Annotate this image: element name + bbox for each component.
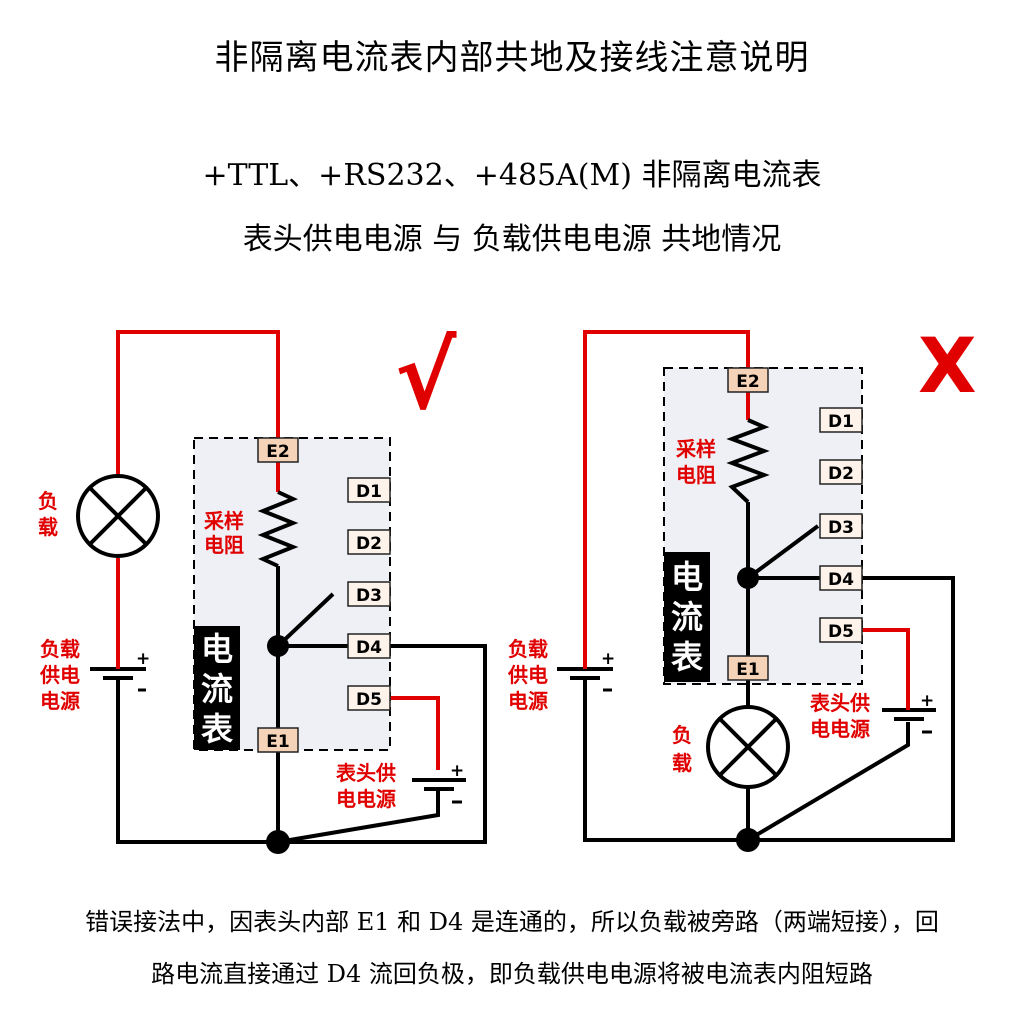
meter-char: 流 — [201, 670, 233, 708]
wrong-diagram: + + E2 E1 D1 D2 D3 D4 D5 电 流 表 采样 电阻 负 — [507, 321, 977, 852]
pin-e2 — [727, 367, 769, 393]
pin-d1 — [347, 477, 391, 503]
correct-diagram: + + E2 E1 D1 D2 D3 D4 D5 电 流 表 采样 电阻 负 — [38, 323, 487, 854]
red-wires — [583, 330, 910, 700]
load-lamp-icon — [706, 705, 790, 789]
junction-dot — [267, 635, 289, 657]
pin-e1-label: E1 — [736, 660, 759, 680]
pin-e1 — [727, 655, 769, 681]
sampling-resistor-label: 电阻 — [204, 533, 244, 557]
note-line2: 路电流直接通过 D4 流回负极，即负载供电电源将被电流表内阻短路 — [151, 960, 873, 988]
sampling-resistor-label: 采样 — [676, 437, 716, 461]
plus-sign: + — [920, 691, 934, 711]
load-label: 载 — [672, 751, 692, 775]
meter-label-block — [664, 552, 710, 682]
pin-d5-label: D5 — [828, 622, 854, 642]
plus-sign: + — [136, 649, 150, 669]
pin-d2 — [347, 529, 391, 555]
pin-d5-label: D5 — [356, 690, 382, 710]
junction-dot — [736, 828, 760, 852]
meter-char: 流 — [671, 598, 703, 636]
load-label: 负 — [672, 723, 692, 747]
meter-char: 电 — [671, 558, 703, 596]
load-label: 载 — [38, 515, 58, 539]
pin-d1-label: D1 — [356, 482, 382, 502]
pin-e1 — [257, 727, 299, 753]
load-supply-label: 负载 — [508, 637, 548, 661]
battery-icon — [412, 778, 466, 815]
pin-d2-label: D2 — [356, 534, 382, 554]
meter-char: 电 — [201, 630, 233, 668]
red-wires — [116, 330, 440, 770]
load-supply-label: 供电 — [39, 663, 80, 687]
meter-supply-label: 电电源 — [810, 717, 870, 741]
junction-dot — [266, 830, 290, 854]
note-line1: 错误接法中，因表头内部 E1 和 D4 是连通的，所以负载被旁路（两端短接），回 — [85, 908, 939, 936]
load-supply-label: 负载 — [40, 637, 80, 661]
pin-d1-label: D1 — [828, 412, 854, 432]
meter-supply-label: 电电源 — [336, 787, 396, 811]
battery-icon — [557, 645, 613, 693]
sampling-resistor-label: 采样 — [204, 509, 244, 533]
load-label: 负 — [38, 489, 58, 513]
wrong-mark-icon: X — [918, 321, 977, 410]
meter-label-block — [194, 626, 240, 750]
pin-e2-label: E2 — [736, 372, 759, 392]
pin-d4-label: D4 — [356, 638, 382, 658]
pin-e2-label: E2 — [266, 442, 289, 462]
sampling-resistor-icon — [257, 490, 299, 568]
correct-mark-icon: √ — [395, 323, 457, 430]
pin-d3 — [347, 581, 391, 607]
subtitle-line1: +TTL、+RS232、+485A(M) 非隔离电流表 — [202, 158, 822, 193]
battery-icon — [882, 700, 936, 734]
pin-d4 — [347, 633, 391, 659]
pin-d3-label: D3 — [828, 518, 854, 538]
pin-d3 — [819, 513, 863, 539]
pin-d2-label: D2 — [828, 464, 854, 484]
load-lamp-icon — [76, 474, 160, 558]
pin-d4-label: D4 — [828, 570, 854, 590]
page-title: 非隔离电流表内部共地及接线注意说明 — [214, 38, 810, 78]
pin-e1-label: E1 — [266, 732, 289, 752]
meter-char: 表 — [201, 710, 233, 748]
pin-d4 — [819, 565, 863, 591]
meter-supply-label: 表头供 — [336, 761, 396, 785]
sampling-resistor-label: 电阻 — [676, 463, 716, 487]
sampling-resistor-icon — [726, 418, 770, 504]
pin-d1 — [819, 407, 863, 433]
pin-d2 — [819, 459, 863, 485]
load-supply-label: 电源 — [508, 689, 548, 713]
plus-sign: + — [450, 761, 464, 781]
pin-d3-label: D3 — [356, 586, 382, 606]
battery-icon — [90, 645, 146, 693]
pin-d5 — [819, 617, 863, 643]
junction-dot — [737, 567, 759, 589]
meter-char: 表 — [671, 638, 703, 676]
pin-d5 — [347, 685, 391, 711]
pin-e2 — [257, 437, 299, 463]
plus-sign: + — [601, 649, 615, 669]
meter-supply-label: 表头供 — [810, 691, 870, 715]
load-supply-label: 电源 — [40, 689, 80, 713]
subtitle-line2: 表头供电电源 与 负载供电电源 共地情况 — [242, 222, 782, 257]
load-supply-label: 供电 — [507, 663, 548, 687]
